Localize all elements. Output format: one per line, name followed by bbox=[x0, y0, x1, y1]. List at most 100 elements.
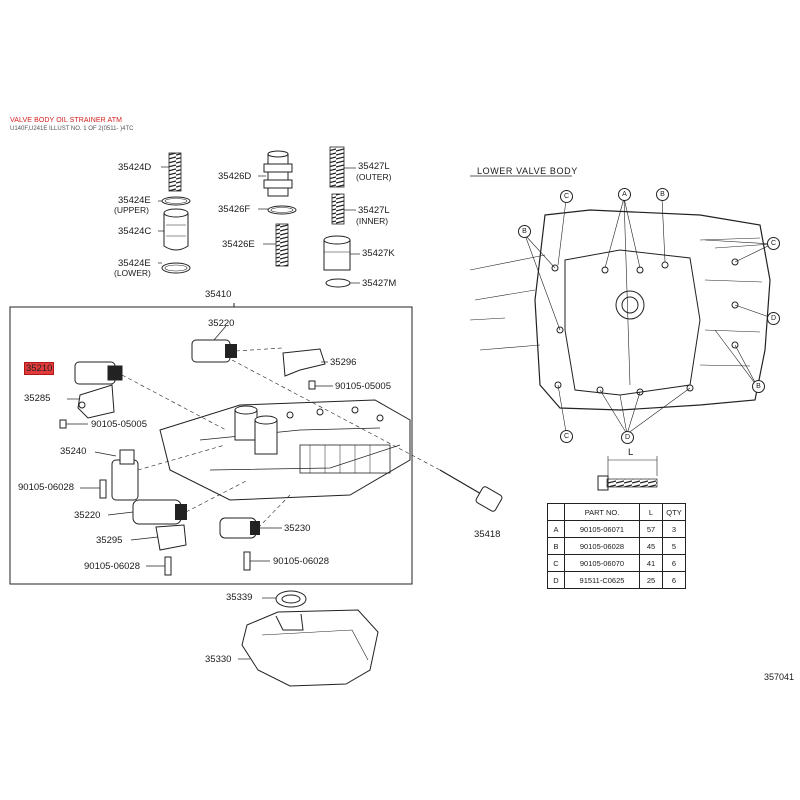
part-label-35220-top: 35220 bbox=[208, 318, 235, 329]
part-label-35296: 35296 bbox=[330, 357, 357, 368]
bolt-90105-05005-a bbox=[308, 380, 316, 390]
table-header: L bbox=[639, 503, 663, 521]
table-cell: 45 bbox=[639, 537, 663, 555]
table-cell: 57 bbox=[639, 520, 663, 538]
bolt-label-90105-05005-b: 90105-05005 bbox=[91, 419, 147, 430]
callout-bubble-a: A bbox=[618, 188, 631, 201]
part-label-35426f: 35426F bbox=[218, 204, 251, 215]
bracket-35285 bbox=[77, 384, 115, 419]
bolt-90105-06028-a bbox=[99, 479, 107, 499]
table-cell: 6 bbox=[662, 571, 686, 589]
table-cell: B bbox=[547, 537, 565, 555]
table-header-row: PART NO. L QTY bbox=[547, 503, 686, 521]
table-cell: 90105-06028 bbox=[564, 537, 640, 555]
table-row: D 91511-C0625 25 6 bbox=[547, 571, 686, 589]
part-label-35427m: 35427M bbox=[362, 278, 397, 289]
part-label-35424e-lower: 35424E bbox=[118, 258, 151, 269]
valve-35426d bbox=[263, 150, 293, 197]
table-row: B 90105-06028 45 5 bbox=[547, 537, 686, 555]
part-label-35427l-outer: 35427L bbox=[358, 161, 390, 172]
table-cell: 6 bbox=[662, 554, 686, 572]
ring-35424e-upper bbox=[161, 196, 191, 206]
solenoid-35220-bottom bbox=[132, 499, 187, 525]
ring-35424e-lower bbox=[161, 262, 191, 274]
lower-valve-body-callout-lines bbox=[524, 197, 773, 435]
part-label-35424d: 35424D bbox=[118, 162, 152, 173]
ring-35427m bbox=[325, 278, 351, 288]
callout-bubble-d: D bbox=[621, 431, 634, 444]
part-label-35426e: 35426E bbox=[222, 239, 255, 250]
part-note-inner: (INNER) bbox=[356, 216, 389, 226]
part-label-35240: 35240 bbox=[60, 446, 87, 457]
valve-body-35410 bbox=[159, 399, 411, 501]
table-header: QTY bbox=[662, 503, 686, 521]
table-cell: 41 bbox=[639, 554, 663, 572]
callout-bubble-d: D bbox=[767, 312, 780, 325]
bolt-label-90105-06028-a: 90105-06028 bbox=[18, 482, 74, 493]
table-header bbox=[547, 503, 565, 521]
table-cell: A bbox=[547, 520, 565, 538]
bolt-label-90105-06028-c: 90105-06028 bbox=[84, 561, 140, 572]
solenoid-35240 bbox=[111, 449, 139, 501]
table-cell: 91511-C0625 bbox=[564, 571, 640, 589]
callout-bubble-c: C bbox=[767, 237, 780, 250]
table-cell: D bbox=[547, 571, 565, 589]
callout-bubble-b: B bbox=[656, 188, 669, 201]
part-label-35427l-inner: 35427L bbox=[358, 205, 390, 216]
table-cell: C bbox=[547, 554, 565, 572]
callout-bubble-b: B bbox=[752, 380, 765, 393]
bolt-label-90105-05005-a: 90105-05005 bbox=[335, 381, 391, 392]
table-cell: 5 bbox=[662, 537, 686, 555]
valve-body-assembly-frame bbox=[9, 303, 413, 585]
part-label-35424c: 35424C bbox=[118, 226, 152, 237]
table-cell: 90105-06071 bbox=[564, 520, 640, 538]
bolt-90105-06028-c bbox=[164, 556, 172, 576]
part-label-35424e-upper: 35424E bbox=[118, 195, 151, 206]
spring-35424d bbox=[168, 152, 182, 192]
solenoid-35230 bbox=[219, 517, 260, 539]
part-label-35285: 35285 bbox=[24, 393, 51, 404]
dashed-guides bbox=[121, 347, 441, 529]
table-row: C 90105-06070 41 6 bbox=[547, 554, 686, 572]
part-label-35339: 35339 bbox=[226, 592, 253, 603]
part-note-upper: (UPPER) bbox=[114, 205, 149, 215]
solenoid-35210 bbox=[74, 361, 123, 385]
part-label-35426d: 35426D bbox=[218, 171, 252, 182]
solenoid-35220-top bbox=[191, 339, 237, 363]
table-row: A 90105-06071 57 3 bbox=[547, 520, 686, 538]
table-cell: 25 bbox=[639, 571, 663, 589]
diagram-subtitle: U140F,U241E ILLUST NO. 1 OF 2(0511- )4TC bbox=[10, 126, 134, 132]
callout-bubble-c: C bbox=[560, 430, 573, 443]
sensor-35418 bbox=[439, 469, 503, 512]
part-label-35410: 35410 bbox=[205, 289, 232, 300]
ring-35426f bbox=[267, 205, 297, 215]
bolt-dimension-drawing bbox=[597, 456, 658, 491]
part-label-35230: 35230 bbox=[284, 523, 311, 534]
bracket-35295 bbox=[155, 524, 187, 551]
part-label-35427k: 35427K bbox=[362, 248, 395, 259]
valve-35424c bbox=[163, 208, 189, 251]
table-header: PART NO. bbox=[564, 503, 640, 521]
oil-strainer-35330 bbox=[238, 597, 379, 687]
spring-35427l-outer bbox=[329, 146, 345, 188]
bolt-label-90105-06028-b: 90105-06028 bbox=[273, 556, 329, 567]
part-label-35295: 35295 bbox=[96, 535, 123, 546]
bolt-90105-06028-b bbox=[243, 551, 251, 571]
spring-35426e bbox=[275, 223, 289, 267]
leader-lines bbox=[66, 166, 360, 567]
bracket-35296 bbox=[282, 348, 326, 377]
part-note-lower: (LOWER) bbox=[114, 268, 151, 278]
spring-35427l-inner bbox=[331, 193, 345, 225]
callout-bubble-c: C bbox=[560, 190, 573, 203]
bolt-spec-table: PART NO. L QTY A 90105-06071 57 3 B 9010… bbox=[547, 503, 686, 589]
part-label-35220-bottom: 35220 bbox=[74, 510, 101, 521]
valve-35427k bbox=[323, 235, 351, 271]
part-label-35210-highlighted: 35210 bbox=[24, 362, 55, 375]
part-note-outer: (OUTER) bbox=[356, 172, 392, 182]
callout-bubble-b: B bbox=[518, 225, 531, 238]
table-cell: 3 bbox=[662, 520, 686, 538]
part-label-35330: 35330 bbox=[205, 654, 232, 665]
gasket-35339 bbox=[275, 590, 307, 608]
part-label-35418: 35418 bbox=[474, 529, 501, 540]
